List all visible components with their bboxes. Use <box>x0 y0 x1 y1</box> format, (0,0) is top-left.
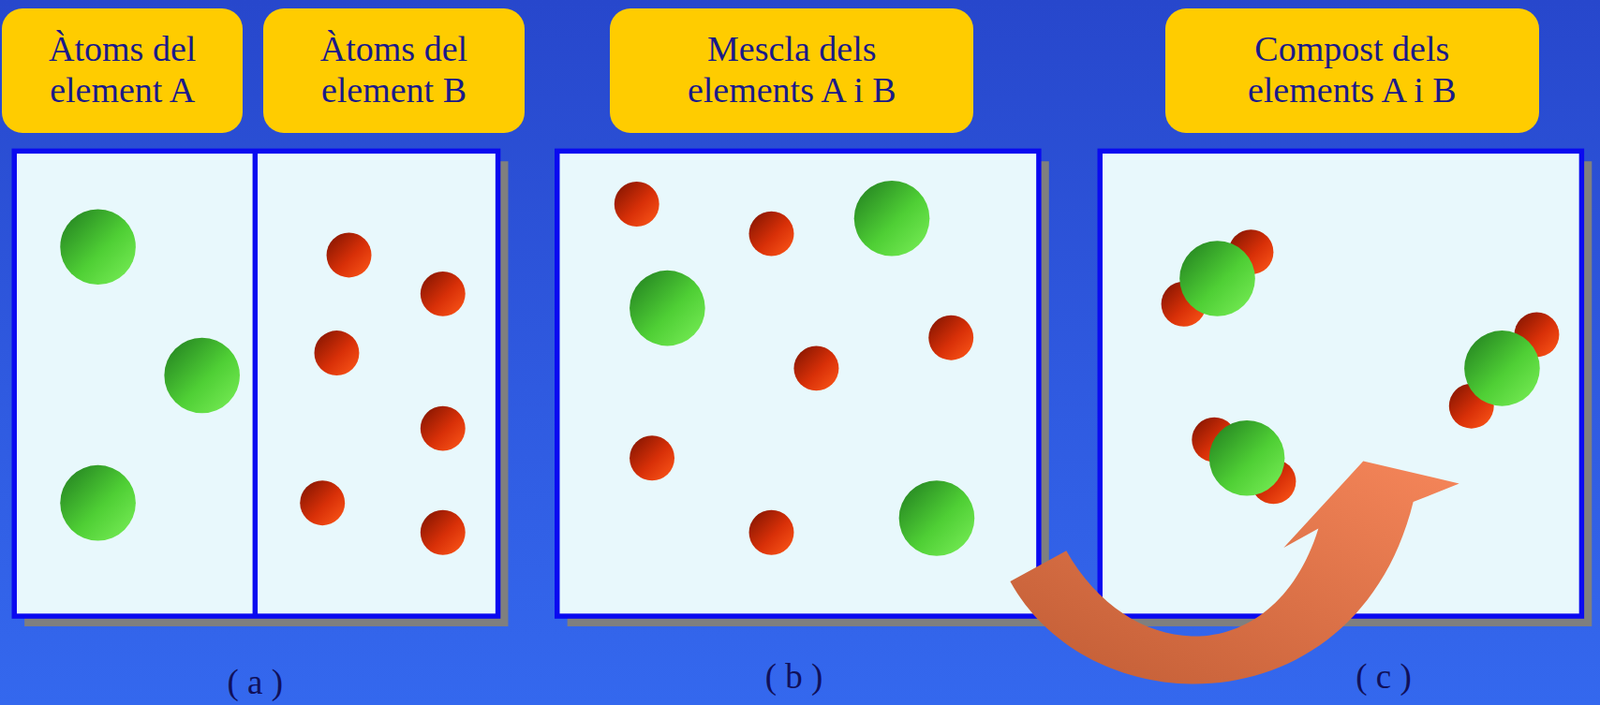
atom-b <box>299 480 345 526</box>
box-title: Àtoms del element B <box>289 29 499 111</box>
panel-caption: ( a ) <box>227 661 284 702</box>
atom-a <box>1464 330 1541 407</box>
atom-a <box>1209 420 1286 497</box>
label-box: Àtoms del element B <box>263 8 525 134</box>
atom-b <box>629 435 675 481</box>
atom-b <box>749 211 795 257</box>
box-title: Mescla dels elements A i B <box>651 29 934 111</box>
atom-a <box>59 208 136 285</box>
box-title: Compost dels elements A i B <box>1212 29 1494 111</box>
panel-caption: ( c ) <box>1355 656 1412 697</box>
atom-b <box>314 330 360 376</box>
atom-a <box>59 465 136 542</box>
atom-b <box>420 271 466 317</box>
label-box: Compost dels elements A i B <box>1165 8 1540 134</box>
atoms-a <box>59 208 240 541</box>
atom-b <box>614 181 660 227</box>
atom-a <box>163 338 240 415</box>
atom-a <box>899 480 976 557</box>
atom-a <box>1179 240 1256 317</box>
molecule <box>1191 417 1296 505</box>
atoms-b <box>299 233 465 556</box>
atom-a <box>629 270 706 347</box>
molecule <box>1161 229 1275 326</box>
atom-b <box>749 510 795 556</box>
panel <box>14 150 498 617</box>
panel <box>557 150 1039 617</box>
atom-b <box>420 510 466 556</box>
atom-b <box>928 315 974 361</box>
atom-a <box>854 180 931 257</box>
atom-b <box>420 406 466 452</box>
mixture <box>614 180 976 557</box>
molecule <box>1449 311 1560 429</box>
label-box: Mescla dels elements A i B <box>609 8 974 134</box>
panel-divider <box>252 150 258 617</box>
box-title: Àtoms del element A <box>17 29 227 111</box>
label-box: Àtoms del element A <box>1 8 243 134</box>
reaction-arrow <box>1009 461 1459 685</box>
compound <box>1161 229 1560 504</box>
atom-b <box>793 345 839 391</box>
panel-caption: ( b ) <box>765 656 824 697</box>
atom-b <box>326 233 372 279</box>
